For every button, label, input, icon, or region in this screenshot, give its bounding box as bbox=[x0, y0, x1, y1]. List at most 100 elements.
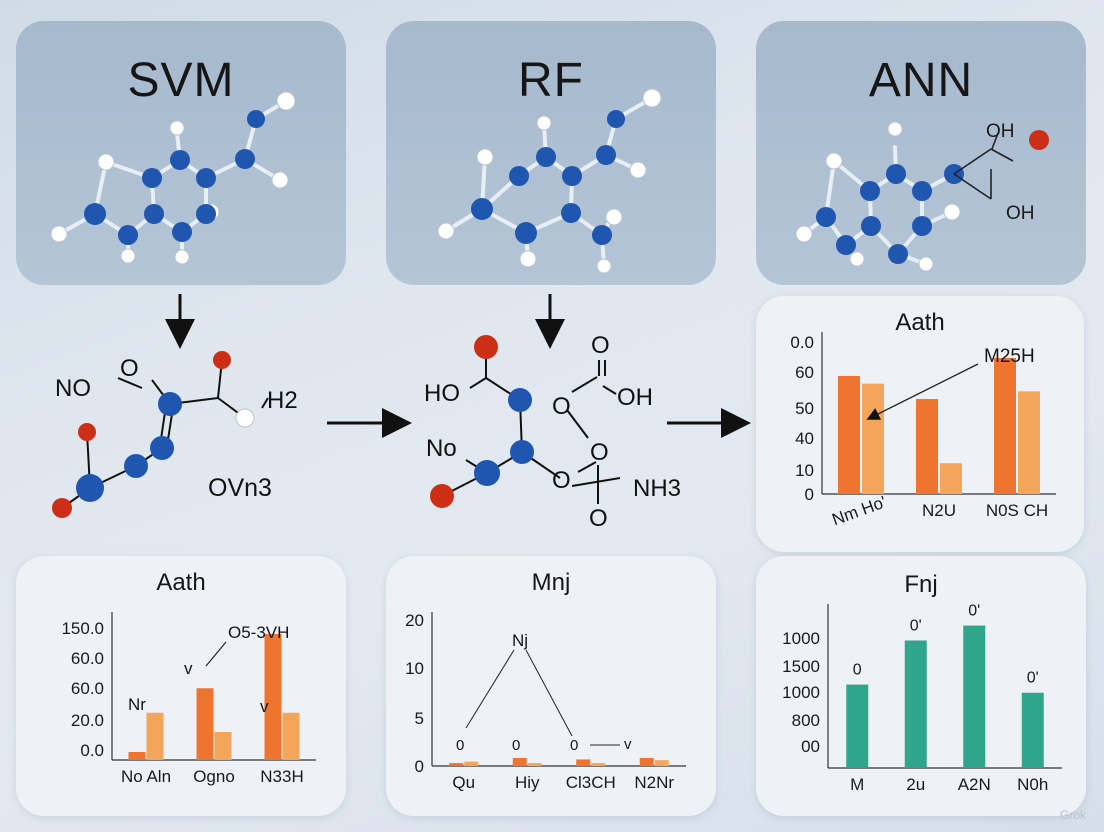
svm-panel: SVM bbox=[16, 21, 346, 285]
y-tick-label: 0 bbox=[415, 757, 424, 776]
x-tick-label: 2u bbox=[906, 775, 925, 794]
x-tick-label: N0h bbox=[1017, 775, 1048, 794]
y-tick-label: 800 bbox=[792, 711, 820, 730]
mid-left-label-h2: H2 bbox=[267, 387, 298, 414]
mid-center-label-o: O bbox=[552, 467, 571, 494]
annotation-arrow bbox=[465, 649, 515, 729]
mid-center-molecule: HO No O OH O O NH3 O O bbox=[424, 332, 681, 532]
y-tick-label: 50 bbox=[795, 399, 814, 418]
bar bbox=[994, 357, 1016, 494]
y-tick-label: 0.0 bbox=[790, 333, 814, 352]
bar bbox=[963, 625, 986, 768]
y-tick-label: 0.0 bbox=[80, 741, 104, 760]
annotation-label: M25H bbox=[984, 346, 1035, 367]
ann-title: ANN bbox=[868, 54, 974, 107]
ann-oh-label-bottom: OH bbox=[1006, 203, 1035, 224]
annotation-arrow bbox=[525, 649, 573, 737]
mid-center-label-no: No bbox=[426, 435, 457, 462]
rf-panel: RF bbox=[386, 21, 716, 285]
x-tick-label: N33H bbox=[260, 767, 303, 786]
x-tick-label: M bbox=[850, 775, 864, 794]
bar bbox=[576, 759, 591, 766]
mid-center-label-o: O bbox=[590, 439, 609, 466]
annotation-label: v bbox=[184, 659, 193, 678]
y-tick-label: 60.0 bbox=[71, 679, 104, 698]
y-tick-label: 20.0 bbox=[71, 711, 104, 730]
y-tick-label: 20 bbox=[405, 611, 424, 630]
annotation-label: 0 bbox=[512, 737, 520, 754]
y-tick-label: 5 bbox=[415, 709, 424, 728]
rf-title: RF bbox=[518, 54, 584, 107]
y-tick-label: 60 bbox=[795, 363, 814, 382]
data-label: 0' bbox=[1027, 670, 1039, 687]
mid-left-label-o: O bbox=[120, 355, 139, 382]
svm-molecule bbox=[50, 91, 296, 265]
annotation-arrow bbox=[866, 363, 979, 420]
mid-center-label-ho: HO bbox=[424, 380, 460, 407]
mid-left-molecule: NO O H2 OVn3 bbox=[52, 351, 298, 518]
y-tick-label: 10 bbox=[795, 461, 814, 480]
y-tick-label: 1500 bbox=[782, 657, 820, 676]
annotation-arrow bbox=[205, 641, 227, 667]
ann-oh-label-top: OH bbox=[986, 121, 1015, 142]
mid-left-label-no: NO bbox=[55, 375, 91, 402]
mid-center-label-o: O bbox=[589, 505, 608, 532]
x-tick-label: Ogno bbox=[193, 767, 235, 786]
y-tick-label: 60.0 bbox=[71, 649, 104, 668]
annotation-label: O5-3VH bbox=[228, 623, 289, 642]
chart-title: Fnj bbox=[904, 571, 937, 598]
annotation-label: 0 bbox=[570, 737, 578, 754]
mid-center-label-nh3: NH3 bbox=[633, 475, 681, 502]
x-tick-label: N2U bbox=[922, 501, 956, 520]
annotation-label: 0 bbox=[456, 737, 464, 754]
x-tick-label: N0S CH bbox=[986, 501, 1048, 520]
bar bbox=[146, 712, 164, 760]
fnj-chart: Fnj 1000 1500 1000 800 00M 0 2u 0' A2N 0' N0h 0' bbox=[782, 571, 1062, 794]
bar bbox=[264, 634, 282, 760]
annotation-label: Nj bbox=[512, 631, 528, 650]
x-tick-label: Nm Ho' bbox=[829, 492, 888, 529]
x-tick-label: N2Nr bbox=[634, 773, 674, 792]
bar bbox=[904, 640, 927, 768]
x-tick-label: A2N bbox=[958, 775, 991, 794]
x-tick-label: No Aln bbox=[121, 767, 171, 786]
x-tick-label: Hiy bbox=[515, 773, 540, 792]
oxygen-atom bbox=[1029, 130, 1049, 150]
y-tick-label: 1000 bbox=[782, 629, 820, 648]
mid-center-label-o: O bbox=[591, 332, 610, 359]
data-label: 0' bbox=[910, 617, 922, 634]
y-tick-label: 0 bbox=[805, 485, 814, 504]
aath-left-panel: Aath 150.0 60.0 60.0 20.0 0.0 No Aln Ogno N33H O5… bbox=[16, 556, 346, 816]
bar bbox=[654, 760, 669, 766]
annotation-label: Nr bbox=[128, 695, 146, 714]
watermark: Grok bbox=[1059, 808, 1086, 822]
annotation-label: v bbox=[260, 697, 269, 716]
mid-center-label-oh: OH bbox=[617, 384, 653, 411]
mid-left-label-ovn3: OVn3 bbox=[208, 474, 272, 502]
chart-title: Aath bbox=[156, 569, 205, 596]
bar bbox=[1021, 692, 1044, 768]
x-tick-label: Qu bbox=[452, 773, 475, 792]
ann-molecule: OH OH bbox=[795, 121, 1049, 272]
chart-title: Aath bbox=[895, 309, 944, 336]
ann-panel: ANN OH OH bbox=[756, 21, 1086, 285]
bar bbox=[128, 752, 146, 760]
aath-left-chart: Aath 150.0 60.0 60.0 20.0 0.0 No Aln Ogno N33H O5… bbox=[61, 569, 316, 786]
y-tick-label: 00 bbox=[801, 737, 820, 756]
y-tick-label: 150.0 bbox=[61, 619, 104, 638]
data-label: 0 bbox=[853, 662, 862, 679]
bar bbox=[591, 763, 606, 766]
y-tick-label: 1000 bbox=[782, 683, 820, 702]
reaction-overlay: NO O H2 OVn3 HO No bbox=[52, 294, 751, 532]
bar bbox=[940, 463, 962, 494]
annotation-label: v bbox=[624, 736, 632, 753]
bar bbox=[639, 757, 654, 766]
bar bbox=[512, 757, 527, 766]
data-label: 0' bbox=[968, 603, 980, 620]
bar bbox=[282, 712, 300, 760]
bar bbox=[1018, 391, 1040, 494]
